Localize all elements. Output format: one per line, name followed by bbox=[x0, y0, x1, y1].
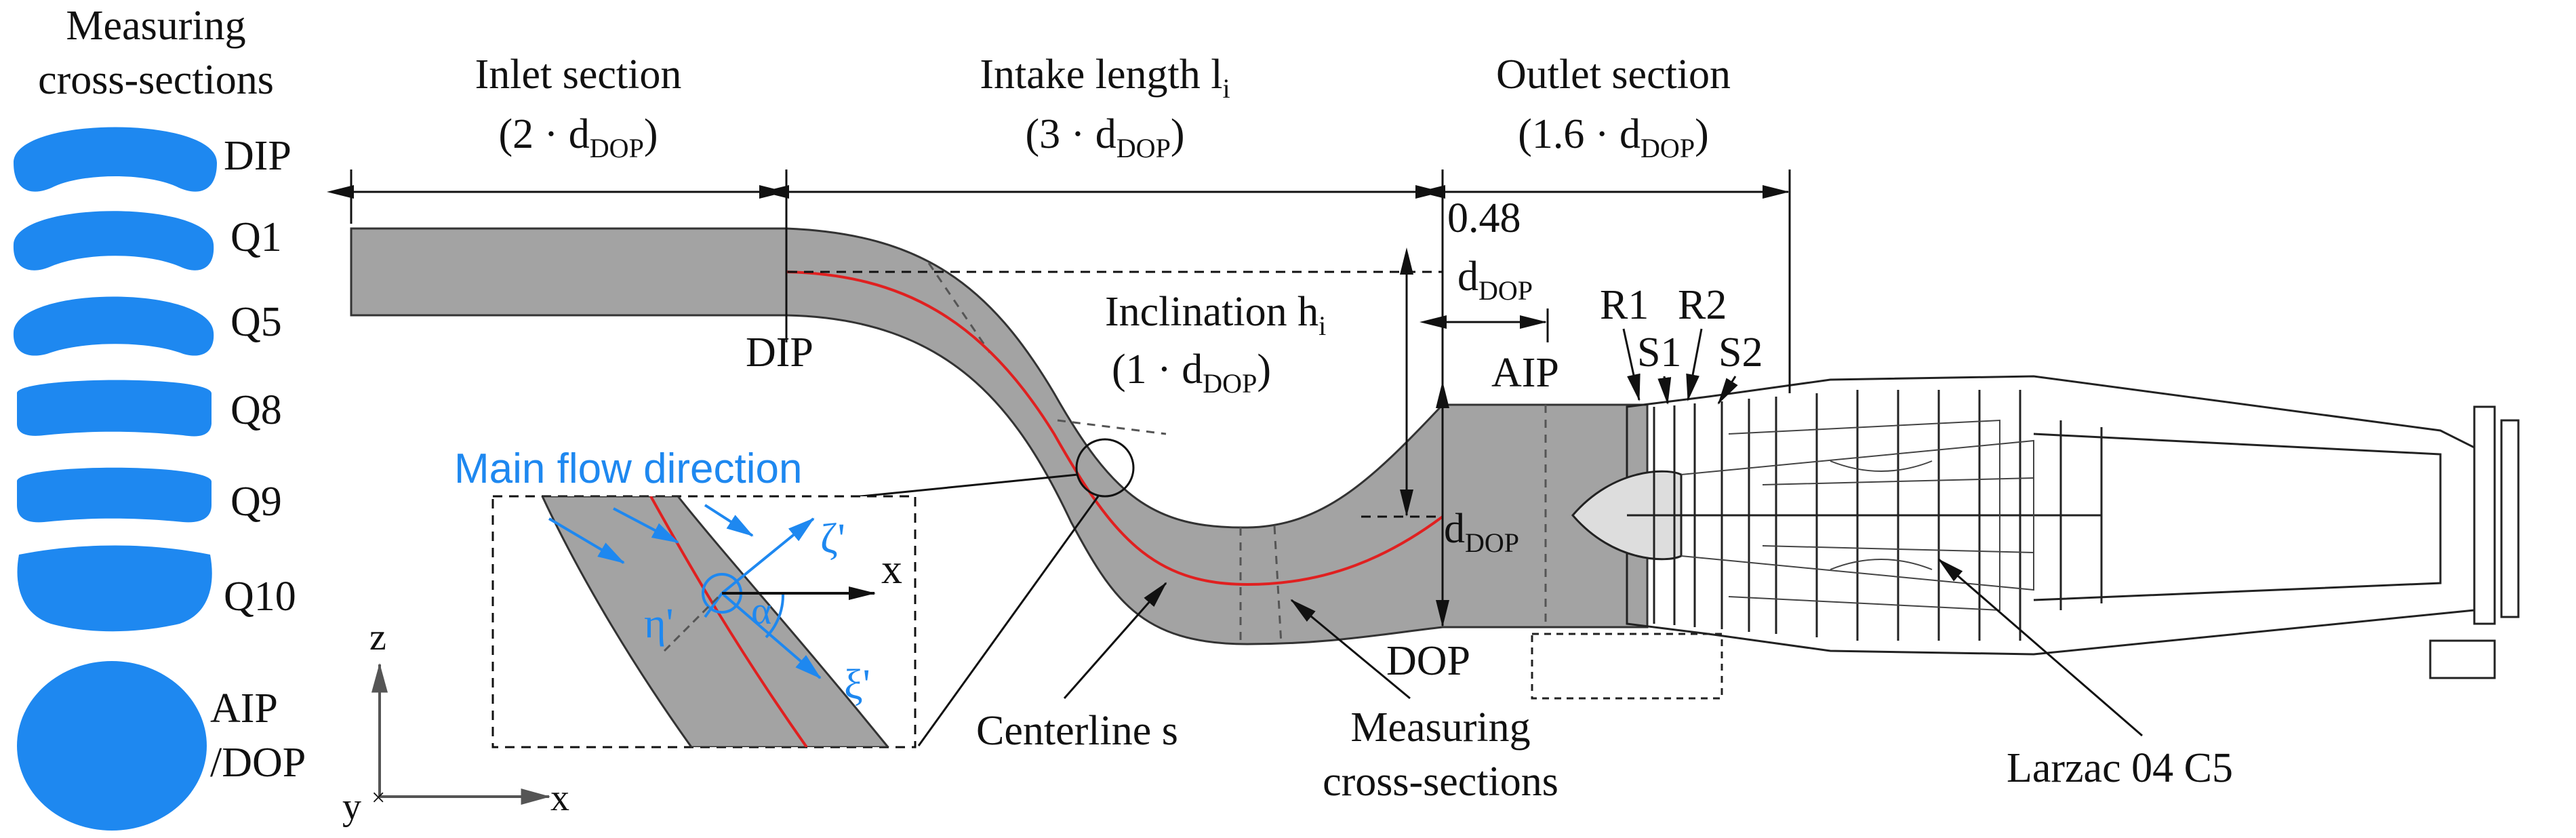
dip-label: DIP bbox=[746, 330, 813, 376]
engine-compressor-blades bbox=[1653, 390, 2103, 641]
duct-centerline bbox=[786, 271, 1444, 586]
cross-section-shape-q1 bbox=[13, 211, 214, 271]
legend-label-dop: /DOP bbox=[210, 740, 306, 786]
cross-section-shape-dip bbox=[14, 127, 217, 192]
r1-label: R1 bbox=[1600, 282, 1649, 328]
larzac-engine bbox=[1531, 375, 2520, 700]
z-axis-label: z bbox=[369, 616, 386, 658]
legend-label-q8: Q8 bbox=[230, 387, 282, 433]
inset-xi-label: ξ' bbox=[844, 662, 870, 708]
zoom-line-bottom bbox=[917, 496, 1100, 746]
inlet-section-value: (2 · dDOP) bbox=[499, 111, 658, 163]
centerline-leader bbox=[1063, 582, 1167, 699]
cross-section-shape-q9 bbox=[17, 467, 212, 523]
legend-label-q10: Q10 bbox=[224, 574, 296, 620]
cross-section-shape-q5 bbox=[13, 296, 214, 356]
xi-axis-arrow bbox=[721, 592, 822, 679]
s2-label: S2 bbox=[1718, 330, 1763, 376]
outlet-section-value: (1.6 · dDOP) bbox=[1518, 111, 1708, 163]
engine-internal-detail bbox=[1681, 419, 2034, 612]
flow-inset: Main flow direction x ζ' η' ξ' α bbox=[454, 445, 917, 749]
legend-title-line2: cross-sections bbox=[38, 57, 274, 103]
coordinate-system: z y x × bbox=[342, 616, 569, 828]
cross-section-shape-aip-dop bbox=[17, 661, 207, 831]
x-axis-label: x bbox=[550, 777, 569, 819]
eta-axis-line bbox=[704, 592, 723, 618]
cross-section-shape-q10 bbox=[17, 545, 212, 632]
zoom-line-top bbox=[840, 473, 1079, 500]
r1-leader bbox=[1622, 328, 1641, 401]
inset-zeta-label: ζ' bbox=[820, 516, 845, 562]
intake-length-value: (3 · dDOP) bbox=[1026, 111, 1185, 163]
legend-label-dip: DIP bbox=[224, 133, 291, 179]
inset-duct-band bbox=[541, 496, 889, 747]
inlet-section-label: Inlet section bbox=[475, 52, 682, 98]
inclination-value: (1 · dDOP) bbox=[1112, 346, 1271, 399]
engine-flange-1 bbox=[2473, 405, 2496, 625]
dimension-lines bbox=[327, 169, 1791, 627]
station-labels: DIP AIP DOP R1 S1 R2 S2 bbox=[746, 282, 1763, 684]
r2-leader bbox=[1686, 328, 1703, 401]
zoom-circle bbox=[1075, 438, 1135, 498]
aip-label: AIP bbox=[1491, 350, 1559, 396]
inset-normal-line bbox=[663, 592, 723, 652]
legend-label-q5: Q5 bbox=[230, 299, 282, 345]
outlet-section-label: Outlet section bbox=[1496, 52, 1731, 98]
callouts bbox=[840, 438, 2143, 746]
inset-title: Main flow direction bbox=[454, 445, 802, 492]
inset-flow-arrows bbox=[548, 504, 822, 679]
r2-label: R2 bbox=[1678, 282, 1727, 328]
legend-label-q9: Q9 bbox=[230, 479, 282, 525]
legend-title-line1: Measuring bbox=[66, 3, 245, 49]
inset-eta-label: η' bbox=[644, 601, 674, 647]
y-axis-label: y bbox=[342, 786, 361, 828]
cross-section-legend: Measuring cross-sections DIP Q1 Q5 Q8 Q9… bbox=[13, 3, 306, 831]
engine-gearbox bbox=[1531, 633, 1723, 700]
s2-leader bbox=[1717, 376, 1738, 405]
callout-labels: Centerline s Measuring cross-sections La… bbox=[976, 704, 2233, 805]
engine-leader bbox=[1937, 558, 2143, 737]
inset-x-label: x bbox=[881, 546, 902, 593]
inclination-label: Inclination hi bbox=[1105, 289, 1326, 341]
inset-alpha-label: α bbox=[751, 588, 771, 633]
engine-nozzle bbox=[2033, 433, 2442, 601]
s1-label: S1 bbox=[1637, 330, 1681, 376]
legend-label-q1: Q1 bbox=[230, 214, 282, 260]
engine-flange-2 bbox=[2500, 419, 2520, 618]
engine-mount bbox=[2429, 639, 2496, 679]
cross-section-shape-q8 bbox=[17, 380, 212, 437]
alpha-arc bbox=[765, 593, 785, 639]
diameter-label: dDOP bbox=[1444, 506, 1519, 558]
measuring-sections-leader bbox=[1290, 599, 1411, 700]
legend-label-aip: AIP bbox=[210, 685, 278, 732]
s1-leader bbox=[1657, 376, 1672, 405]
engine-label: Larzac 04 C5 bbox=[2007, 745, 2233, 791]
dop-label: DOP bbox=[1386, 638, 1470, 684]
intake-length-label: Intake length li bbox=[980, 52, 1230, 104]
dimension-labels: Inlet section (2 · dDOP) Intake length l… bbox=[475, 52, 1731, 558]
centerline-label: Centerline s bbox=[976, 708, 1178, 754]
offset-value: 0.48 bbox=[1447, 195, 1521, 241]
offset-unit: dDOP bbox=[1457, 254, 1533, 306]
measuring-sections-label-line1: Measuring bbox=[1350, 704, 1530, 751]
y-axis-marker: × bbox=[371, 784, 385, 811]
measuring-sections-label-line2: cross-sections bbox=[1323, 759, 1558, 805]
